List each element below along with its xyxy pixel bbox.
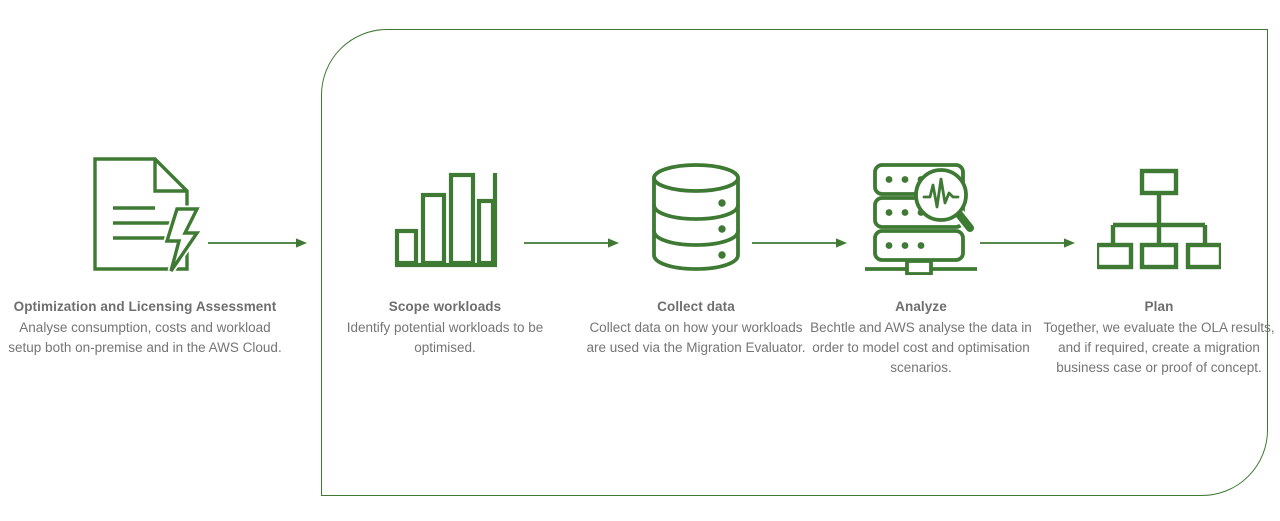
org-node-parent xyxy=(1139,168,1179,196)
step-description: Collect data on how your workloads are u… xyxy=(586,319,806,355)
step-title: Collect data xyxy=(657,299,735,314)
org-chart-icon xyxy=(1097,168,1221,270)
step-icon-container xyxy=(389,150,501,275)
status-dot-bottom xyxy=(718,251,726,259)
arrow-right-icon xyxy=(752,238,847,248)
step-icon-container xyxy=(89,150,201,275)
arrow-collect-to-analyze xyxy=(752,236,848,255)
step-description: Analyse consumption, costs and workload … xyxy=(8,319,282,355)
step-scope-workloads: Scope workloads Identify potential workl… xyxy=(330,150,560,358)
org-node-child-2 xyxy=(1139,242,1179,270)
server-rack-with-magnifier-pulse-icon xyxy=(865,163,977,275)
step-description: Together, we evaluate the OLA results, a… xyxy=(1043,319,1275,375)
step-icon-container xyxy=(861,150,981,275)
arrow-right-icon xyxy=(208,238,307,248)
step-title: Plan xyxy=(1144,299,1174,314)
org-node-child-1 xyxy=(1097,242,1134,270)
step-collect-data: Collect data Collect data on how your wo… xyxy=(582,150,810,358)
step-title: Scope workloads xyxy=(388,299,502,314)
step-title: Optimization and Licensing Assessment xyxy=(13,299,277,314)
status-dot-top xyxy=(718,199,726,207)
step-optimization-and-licensing-assessment: Optimization and Licensing Assessment An… xyxy=(2,150,288,358)
step-description: Bechtle and AWS analyse the data in orde… xyxy=(810,319,1032,375)
step-plan: Plan Together, we evaluate the OLA resul… xyxy=(1040,150,1278,377)
document-with-lightning-bolt-icon xyxy=(93,157,201,273)
bar-chart-icon xyxy=(394,172,498,268)
step-icon-container xyxy=(644,150,748,275)
magnifier-lens xyxy=(914,168,968,222)
network-node xyxy=(905,259,933,275)
status-dot-middle xyxy=(718,225,726,233)
arrow-right-icon xyxy=(524,238,619,248)
arrow-scope-to-collect xyxy=(524,236,620,255)
step-description: Identify potential workloads to be optim… xyxy=(346,319,544,355)
arrow-analyze-to-plan xyxy=(980,236,1076,255)
lightning-bolt-outline xyxy=(164,207,201,272)
arrow-assessment-to-scope xyxy=(208,236,308,255)
step-analyze: Analyze Bechtle and AWS analyse the data… xyxy=(808,150,1034,377)
org-node-child-3 xyxy=(1185,242,1221,270)
arrow-right-icon xyxy=(980,238,1075,248)
database-icon xyxy=(652,163,740,271)
step-icon-container xyxy=(1097,150,1221,275)
pulse-waveform-icon xyxy=(922,177,960,209)
step-title: Analyze xyxy=(895,299,947,314)
